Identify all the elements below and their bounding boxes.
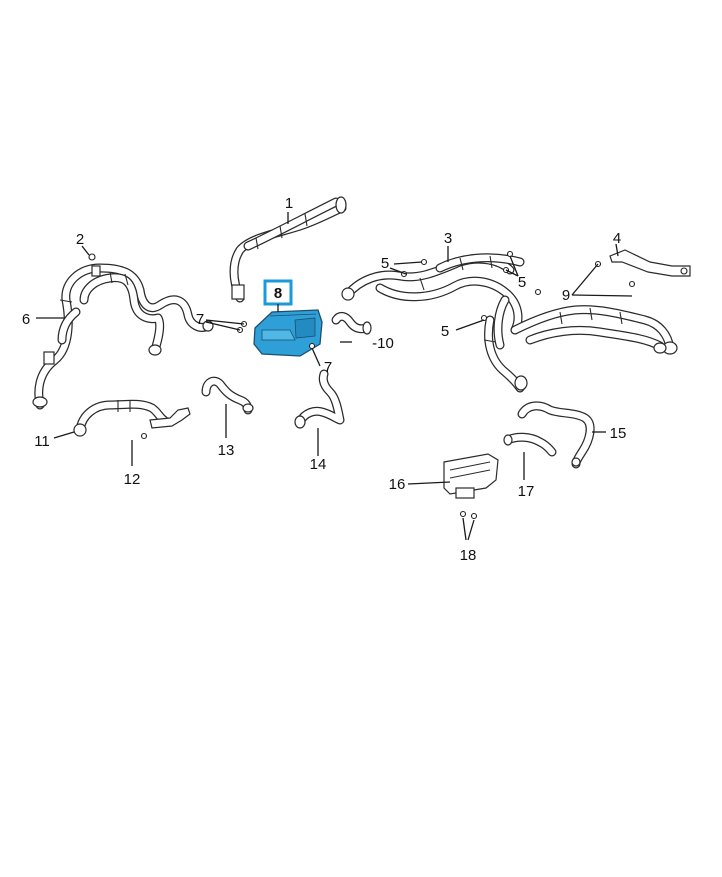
callout-10: -10 <box>372 335 394 352</box>
fastener-5-f[interactable] <box>534 288 542 296</box>
hose-9[interactable] <box>510 305 678 355</box>
fastener-5-c[interactable] <box>506 250 514 258</box>
fastener-2[interactable] <box>88 253 96 261</box>
callout-11: 11 <box>34 433 50 450</box>
fastener-5-a[interactable] <box>420 258 428 266</box>
hose-1[interactable] <box>229 196 347 303</box>
leader-lines <box>36 212 633 541</box>
callout-9: 9 <box>562 287 570 304</box>
callout-5-c: 5 <box>441 323 449 340</box>
fastener-9-b[interactable] <box>628 280 636 288</box>
callout-5-a: 5 <box>381 255 389 272</box>
callout-7-b: 7 <box>324 359 332 376</box>
callout-3: 3 <box>444 230 452 247</box>
hose-13[interactable] <box>201 376 254 415</box>
callout-7-a: 7 <box>196 311 204 328</box>
callout-15: 15 <box>610 425 627 442</box>
hose-17[interactable] <box>503 432 557 457</box>
callout-2: 2 <box>76 231 84 248</box>
module-8[interactable] <box>253 309 323 357</box>
bracket-4[interactable] <box>609 249 691 277</box>
callout-18: 18 <box>460 547 477 564</box>
fastener-7-right[interactable] <box>308 342 316 350</box>
hose-5[interactable] <box>483 295 528 393</box>
hose-10[interactable] <box>331 311 372 335</box>
callout-16: 16 <box>389 476 406 493</box>
callout-1: 1 <box>285 195 293 212</box>
callout-17: 17 <box>518 483 535 500</box>
callout-5-b: 5 <box>518 274 526 291</box>
callout-8: 8 <box>274 285 282 302</box>
callout-6: 6 <box>22 311 30 328</box>
callout-13: 13 <box>218 442 235 459</box>
callout-12: 12 <box>124 471 141 488</box>
fastener-5-e[interactable] <box>480 314 488 322</box>
hose-11[interactable] <box>73 399 169 437</box>
hose-14[interactable] <box>294 369 345 429</box>
module-16[interactable] <box>443 453 499 520</box>
hose-15[interactable] <box>517 401 595 469</box>
callout-4: 4 <box>613 230 621 247</box>
hose-6[interactable] <box>32 263 214 410</box>
callout-14: 14 <box>310 456 327 473</box>
bracket-12[interactable] <box>140 407 191 440</box>
